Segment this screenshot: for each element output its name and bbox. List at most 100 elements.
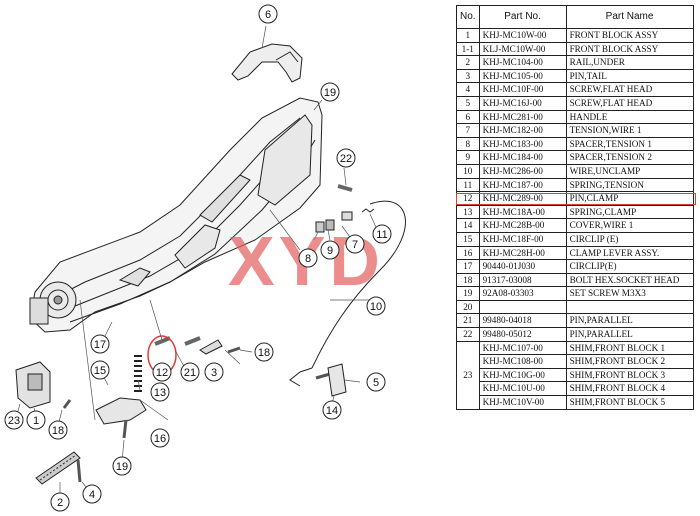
cell-no: 6 [456, 109, 480, 125]
header-part-name: Part Name [565, 5, 694, 29]
table-row: 20 [456, 299, 694, 315]
cell-part-name: PIN,PARALLEL [565, 327, 694, 342]
callout-label-18: 18 [258, 347, 270, 359]
callout-label-18: 18 [52, 425, 64, 437]
spring-clamp-part [134, 355, 142, 392]
cell-part-no: KHJ-MC105-00 [478, 68, 567, 84]
callout-circle-18 [48, 420, 68, 440]
cell-no: 14 [456, 218, 480, 233]
cell-part-no: 99480-05012 [478, 327, 567, 342]
callout-circle-14 [322, 400, 342, 420]
callout-label-13: 13 [154, 387, 166, 399]
callout-label-6: 6 [265, 9, 271, 21]
cell-part-name: PIN,TAIL [565, 68, 694, 84]
cell-no: 2 [456, 55, 480, 70]
callout-label-11: 11 [376, 229, 387, 241]
cell-part-name [565, 299, 694, 315]
callout-label-21: 21 [184, 367, 196, 379]
callout-circle-16 [150, 428, 170, 448]
cell-no: 19 [456, 286, 480, 301]
callout-circle-12 [152, 362, 172, 382]
cell-part-no: KLJ-MC10W-00 [478, 41, 567, 57]
cell-part-name: SHIM,FRONT BLOCK 2 [565, 354, 694, 369]
header-no: No. [456, 5, 480, 29]
cell-part-name: CIRCLIP (E) [565, 231, 694, 247]
callout-circle-9 [320, 240, 340, 260]
callout-circle-10 [366, 296, 386, 316]
cell-part-name: TENSION,WIRE 1 [565, 123, 694, 138]
callout-circle-3 [204, 362, 224, 382]
cell-no: 10 [456, 163, 480, 179]
callout-label-16: 16 [154, 433, 166, 445]
handle-part [231, 43, 303, 83]
cell-no-group: 23 [456, 340, 480, 410]
cell-part-name: SPRING,TENSION [565, 177, 694, 193]
callout-circle-17 [90, 334, 110, 354]
cell-no: 1-1 [456, 41, 480, 57]
cell-part-no: KHJ-MC187-00 [478, 177, 567, 193]
cell-no: 15 [456, 231, 480, 247]
cell-part-no: KHJ-MC28H-00 [478, 245, 567, 261]
exploded-diagram: XYD 123456789101112131415161718181919212… [4, 4, 406, 512]
callout-circle-5 [366, 372, 386, 392]
cell-part-name: SPACER,TENSION 2 [565, 150, 694, 165]
callout-circle-13 [150, 382, 170, 402]
callout-circle-23 [4, 410, 24, 430]
cell-part-no: KHJ-MC10G-00 [478, 367, 567, 383]
cell-part-no: KHJ-MC10U-00 [478, 381, 567, 397]
cell-part-name: SCREW,FLAT HEAD [565, 82, 694, 97]
cell-part-name: COVER,WIRE 1 [565, 218, 694, 233]
cell-part-no: 99480-04018 [478, 313, 567, 329]
cell-no: 5 [456, 95, 480, 111]
callout-label-22: 22 [340, 153, 352, 165]
callout-circle-18 [254, 342, 274, 362]
cell-part-name: CLAMP LEVER ASSY. [565, 245, 694, 261]
cell-part-no: KHJ-MC108-00 [478, 354, 567, 369]
cell-part-no: KHJ-MC10V-00 [478, 395, 567, 410]
callout-circle-11 [372, 224, 392, 244]
cell-no: 13 [456, 204, 480, 220]
callout-label-19: 19 [116, 461, 128, 473]
cell-part-name: SHIM,FRONT BLOCK 5 [565, 395, 694, 410]
callout-label-2: 2 [57, 497, 63, 509]
callout-circle-19 [320, 82, 340, 102]
cell-no: 22 [456, 327, 480, 342]
cell-part-no: KHJ-MC16J-00 [478, 95, 567, 111]
cell-part-no: KHJ-MC10F-00 [478, 82, 567, 97]
wire-unclamp-part [311, 200, 406, 369]
cell-part-no: KHJ-MC10W-00 [478, 28, 567, 43]
cell-part-name: FRONT BLOCK ASSY [565, 28, 694, 43]
cell-part-name: RAIL,UNDER [565, 55, 694, 70]
callout-circle-6 [258, 4, 278, 24]
callout-circle-8 [298, 248, 318, 268]
callout-label-8: 8 [305, 253, 311, 265]
callout-label-10: 10 [370, 301, 382, 313]
callout-circle-2 [50, 492, 70, 512]
clamp-lever-part [95, 397, 147, 425]
callout-circle-1 [26, 410, 46, 430]
cell-part-name: PIN,CLAMP [565, 191, 694, 206]
cell-part-no: KHJ-MC182-00 [478, 123, 567, 138]
cell-part-no: KHJ-MC286-00 [478, 163, 567, 179]
cell-part-name: WIRE,UNCLAMP [565, 163, 694, 179]
